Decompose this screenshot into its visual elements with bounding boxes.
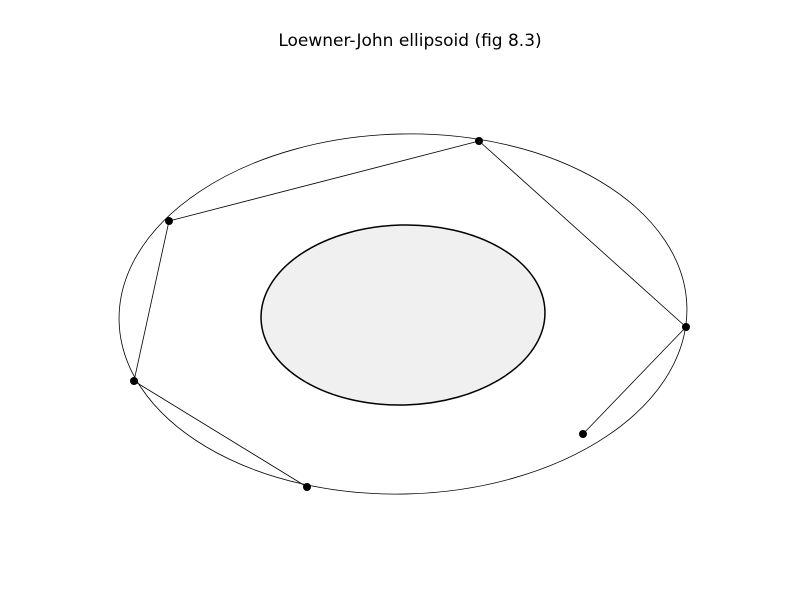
polygon-edge [582, 326, 687, 435]
polygon-edge [478, 140, 687, 328]
vertex-point [303, 483, 311, 491]
polygon-vertices [130, 137, 690, 491]
inner-ellipse [260, 224, 546, 406]
polygon-edge [168, 140, 480, 222]
vertex-point [579, 430, 587, 438]
vertex-point [165, 217, 173, 225]
outer-ellipse [118, 133, 688, 495]
figure-title: Loewner-John ellipsoid (fig 8.3) [278, 31, 541, 51]
polygon [133, 140, 687, 488]
vertex-point [682, 323, 690, 331]
polygon-edge [133, 220, 170, 382]
polygon-edge [133, 380, 308, 488]
vertex-point [130, 377, 138, 385]
vertex-point [475, 137, 483, 145]
